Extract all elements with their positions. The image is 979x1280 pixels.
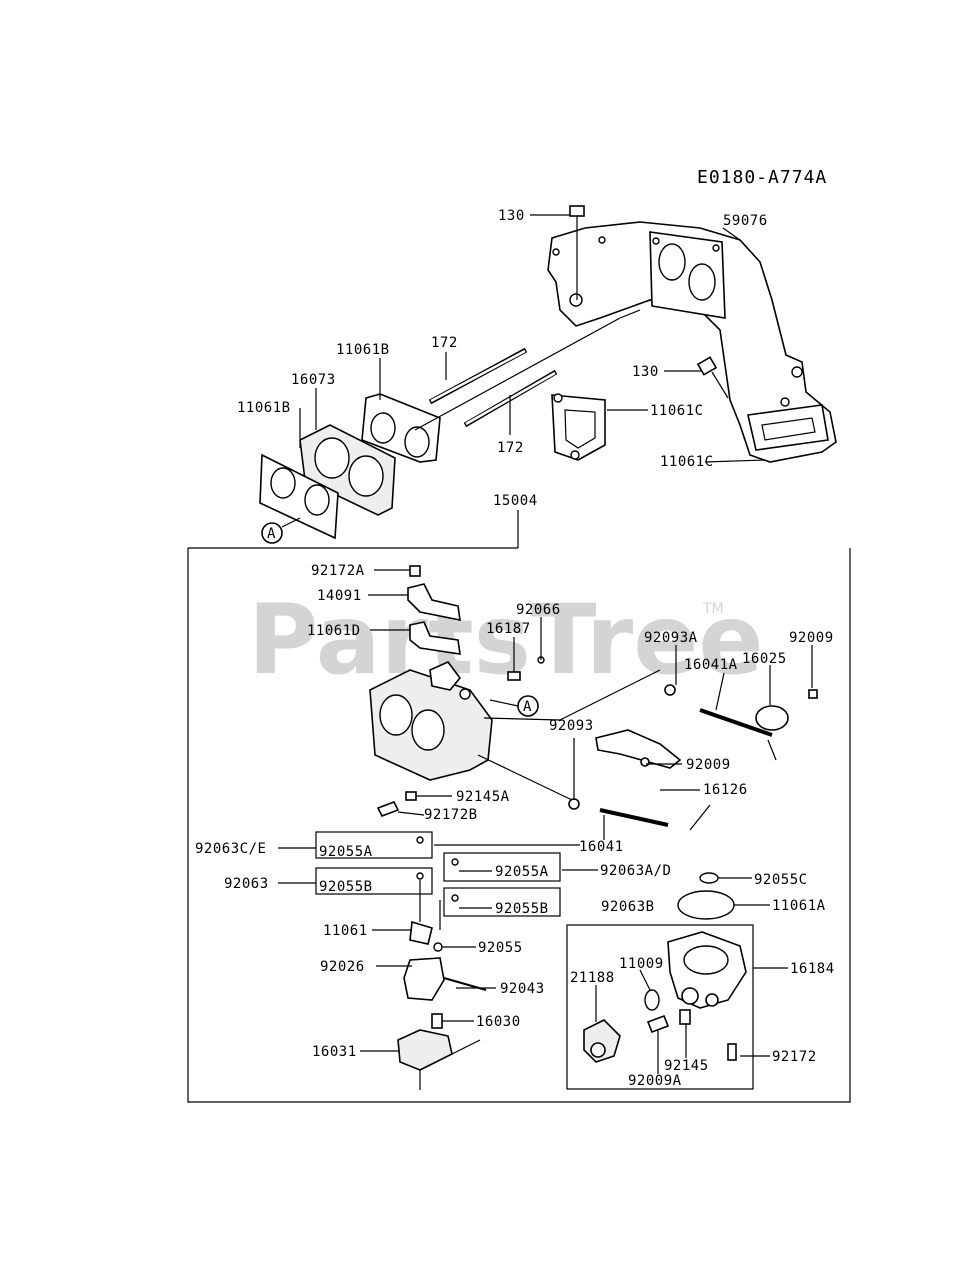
watermark: PartsTree <box>248 584 763 696</box>
leader-lines-lower <box>278 569 813 1074</box>
jet-box-4 <box>443 887 561 917</box>
leader-lines-upper <box>299 214 766 548</box>
label-92063ce: 92063C/E <box>195 841 266 857</box>
callout-a-lower: A <box>489 695 539 717</box>
label-92145: 92145 <box>664 1058 709 1074</box>
svg-text:A: A <box>267 526 276 542</box>
label-92009: 92009 <box>686 757 731 773</box>
callout-a-upper: A <box>261 517 301 544</box>
choke-plate-16126 <box>568 729 682 827</box>
label-16041a: 16041A <box>684 657 738 673</box>
label-16041: 16041 <box>579 839 624 855</box>
valve-16030 <box>431 1013 443 1029</box>
svg-text:A: A <box>523 699 532 715</box>
screw-92172b <box>376 800 400 818</box>
gasket-11061b-right <box>361 393 441 463</box>
label-92172a: 92172A <box>311 563 365 579</box>
label-92055a: 92055A <box>319 844 373 860</box>
jet-box-1 <box>315 831 433 859</box>
label-11061d: 11061D <box>307 623 361 639</box>
gasket-11061c <box>551 393 606 461</box>
label-14091: 14091 <box>317 588 362 604</box>
float-16031 <box>397 1029 453 1071</box>
carburetor-box-frame <box>187 547 851 1103</box>
jet-box-2 <box>315 867 433 895</box>
label-59076: 59076 <box>723 213 768 229</box>
label-92093a: 92093A <box>644 630 698 646</box>
label-92063b: 92063B <box>601 899 655 915</box>
diagram-ref: E0180-A774A <box>697 167 827 188</box>
oring-92055c <box>699 872 719 884</box>
bolt-130-top <box>569 205 585 232</box>
label-92063: 92063 <box>224 876 269 892</box>
spring-92145 <box>679 1009 691 1025</box>
label-172: 172 <box>431 335 458 351</box>
jet-box-3 <box>443 852 561 882</box>
gasket-11061a <box>677 890 735 920</box>
fitting-16187 <box>507 671 521 681</box>
washer-11009 <box>644 989 660 1011</box>
label-92055c: 92055C <box>754 872 808 888</box>
label-92063ad: 92063A/D <box>600 863 671 879</box>
label-11061c: 11061C <box>650 403 704 419</box>
label-16126: 16126 <box>703 782 748 798</box>
intake-manifold <box>547 221 837 463</box>
label-11061c: 11061C <box>660 454 714 470</box>
label-92055b: 92055B <box>319 879 373 895</box>
label-130: 130 <box>632 364 659 380</box>
label-92009a: 92009A <box>628 1073 682 1089</box>
label-16025: 16025 <box>742 651 787 667</box>
label-16030: 16030 <box>476 1014 521 1030</box>
label-11061: 11061 <box>323 923 368 939</box>
label-92145a: 92145A <box>456 789 510 805</box>
stud-172-upper <box>428 347 528 405</box>
label-92055: 92055 <box>478 940 523 956</box>
label-15004: 15004 <box>493 493 538 509</box>
label-92172b: 92172B <box>424 807 478 823</box>
label-130: 130 <box>498 208 525 224</box>
label-16187: 16187 <box>486 621 531 637</box>
float-bowl-box <box>566 924 754 1090</box>
throttle-shaft-16041a <box>664 684 818 761</box>
insulator-16073 <box>299 424 396 516</box>
screw-92145a <box>405 791 417 801</box>
label-16073: 16073 <box>291 372 336 388</box>
part-labels: 130 59076 11061B 172 16073 11061B 130 11… <box>195 208 835 1089</box>
label-92093: 92093 <box>549 718 594 734</box>
float-bowl-16184 <box>667 931 747 1009</box>
label-21188: 21188 <box>570 970 615 986</box>
label-16184: 16184 <box>790 961 835 977</box>
gasket-11061b-left <box>259 453 339 540</box>
label-92026: 92026 <box>320 959 365 975</box>
bolt-130-right <box>696 356 729 399</box>
label-11009: 11009 <box>619 956 664 972</box>
label-172: 172 <box>497 440 524 456</box>
bracket-14091 <box>407 565 461 655</box>
label-92009: 92009 <box>789 630 834 646</box>
screw-92009a <box>646 1014 670 1034</box>
label-11061a: 11061A <box>772 898 826 914</box>
label-92043: 92043 <box>500 981 545 997</box>
label-92066: 92066 <box>516 602 561 618</box>
label-11061b: 11061B <box>336 342 390 358</box>
diaphragm-21188 <box>583 1019 621 1063</box>
label-92055a: 92055A <box>495 864 549 880</box>
label-16031: 16031 <box>312 1044 357 1060</box>
bolt-92172 <box>727 1043 737 1061</box>
label-92172: 92172 <box>772 1049 817 1065</box>
label-92055b: 92055B <box>495 901 549 917</box>
trademark: TM <box>702 601 724 617</box>
float-guide-line <box>419 1039 481 1071</box>
label-11061b: 11061B <box>237 400 291 416</box>
